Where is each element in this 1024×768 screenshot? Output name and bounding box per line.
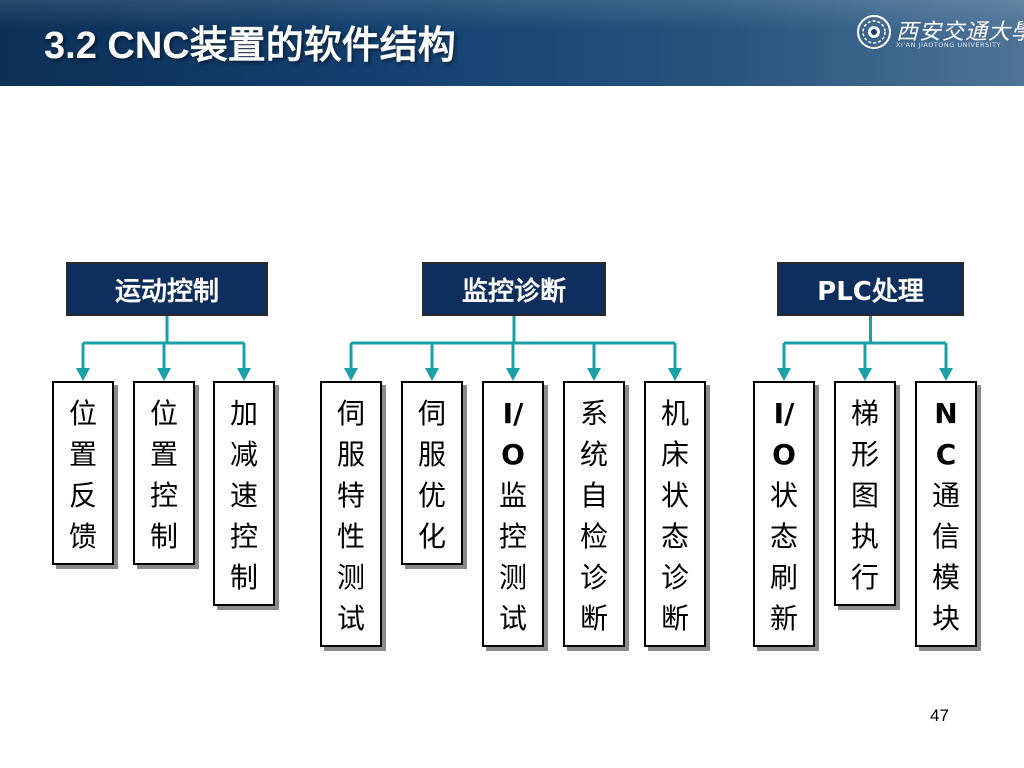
function-box: 伺服优化: [401, 381, 463, 565]
connector-arrowhead: [157, 368, 171, 381]
function-box-char: 特: [336, 479, 365, 512]
function-box-char: C: [935, 438, 957, 471]
function-box-char: 状: [660, 479, 689, 512]
function-box-char: 服: [336, 438, 365, 471]
category-box: PLC处理: [777, 262, 964, 316]
function-box-char: 诊: [579, 561, 608, 594]
function-box-char: 行: [850, 561, 879, 594]
function-box-char: 制: [229, 561, 258, 594]
function-box-char: 伺: [417, 397, 446, 430]
function-box-char: 信: [931, 520, 960, 553]
connector-arrowhead: [777, 368, 791, 381]
function-box-char: 模: [931, 561, 960, 594]
function-box-char: 断: [579, 602, 608, 635]
logo-subtitle: XI'AN JIAOTONG UNIVERSITY: [896, 41, 1001, 49]
function-box-char: 试: [336, 602, 365, 635]
function-box-char: 置: [68, 438, 97, 471]
function-box-char: 态: [660, 520, 689, 553]
function-box-char: 统: [579, 438, 608, 471]
function-box-char: 状: [769, 479, 798, 512]
function-box-char: 优: [417, 479, 446, 512]
function-box-char: 监: [498, 479, 527, 512]
function-box: 系统自检诊断: [563, 381, 625, 647]
function-box-char: 馈: [68, 520, 97, 553]
function-box-char: 加: [229, 397, 258, 430]
university-logo: 西安交通大學 XI'AN JIAOTONG UNIVERSITY: [856, 10, 1024, 50]
function-box-char: 化: [417, 520, 446, 553]
connector-arrowhead: [76, 368, 90, 381]
category-box: 运动控制: [66, 262, 268, 316]
function-box-char: 位: [149, 397, 178, 430]
function-box-char: 通: [931, 479, 960, 512]
function-box-char: I/: [502, 397, 524, 430]
category-box: 监控诊断: [422, 262, 606, 316]
function-box-char: 检: [579, 520, 608, 553]
function-box-char: 床: [660, 438, 689, 471]
function-box-char: 控: [149, 479, 178, 512]
connector-arrowhead: [939, 368, 953, 381]
function-box: 梯形图执行: [834, 381, 896, 606]
function-box: 位置控制: [133, 381, 195, 565]
function-box-char: 试: [498, 602, 527, 635]
function-box-char: 机: [660, 397, 689, 430]
function-box-char: 刷: [769, 561, 798, 594]
function-box: 机床状态诊断: [644, 381, 706, 647]
connector-arrowhead: [587, 368, 601, 381]
slide-title: 3.2 CNC装置的软件结构: [44, 25, 456, 67]
function-box-char: 测: [498, 561, 527, 594]
connector-arrowhead: [668, 368, 682, 381]
logo-name: 西安交通大學: [896, 20, 1024, 45]
connector-arrowhead: [344, 368, 358, 381]
connector-arrowhead: [237, 368, 251, 381]
function-box: 伺服特性测试: [320, 381, 382, 647]
function-box-char: 梯: [850, 397, 879, 430]
page-number: 47: [930, 706, 949, 725]
function-box-char: 图: [850, 479, 879, 512]
function-box-char: I/: [773, 397, 795, 430]
function-box-char: O: [772, 438, 796, 471]
function-box-char: 位: [68, 397, 97, 430]
connector-arrowhead: [858, 368, 872, 381]
function-box-char: 形: [850, 438, 879, 471]
function-box-char: 制: [149, 520, 178, 553]
function-box-char: 置: [149, 438, 178, 471]
header-gradient: [0, 0, 1024, 30]
function-box-char: 控: [229, 520, 258, 553]
function-box-char: 反: [68, 479, 97, 512]
function-box: 加减速控制: [213, 381, 275, 606]
function-box-char: 态: [769, 520, 798, 553]
function-box-char: 诊: [660, 561, 689, 594]
function-box-char: N: [934, 397, 958, 430]
connector-arrowhead: [506, 368, 520, 381]
function-box-char: 新: [769, 602, 798, 635]
function-box-char: 块: [931, 602, 960, 635]
function-box-char: 减: [229, 438, 258, 471]
slide-header: 3.2 CNC装置的软件结构 西安交通大學 XI'AN JIAOTONG UNI…: [0, 0, 1024, 86]
connector-arrowhead: [425, 368, 439, 381]
function-box-char: 断: [660, 602, 689, 635]
function-box-char: 伺: [336, 397, 365, 430]
function-box-char: 测: [336, 561, 365, 594]
function-box-char: O: [501, 438, 525, 471]
function-box-char: 性: [336, 520, 365, 553]
function-box-char: 控: [498, 520, 527, 553]
university-emblem-icon: [857, 15, 891, 49]
function-box: 位置反馈: [52, 381, 114, 565]
function-box-char: 服: [417, 438, 446, 471]
function-box-char: 系: [579, 397, 608, 430]
function-box-char: 自: [579, 479, 608, 512]
function-box-char: 速: [229, 479, 258, 512]
function-box-char: 执: [850, 520, 879, 553]
